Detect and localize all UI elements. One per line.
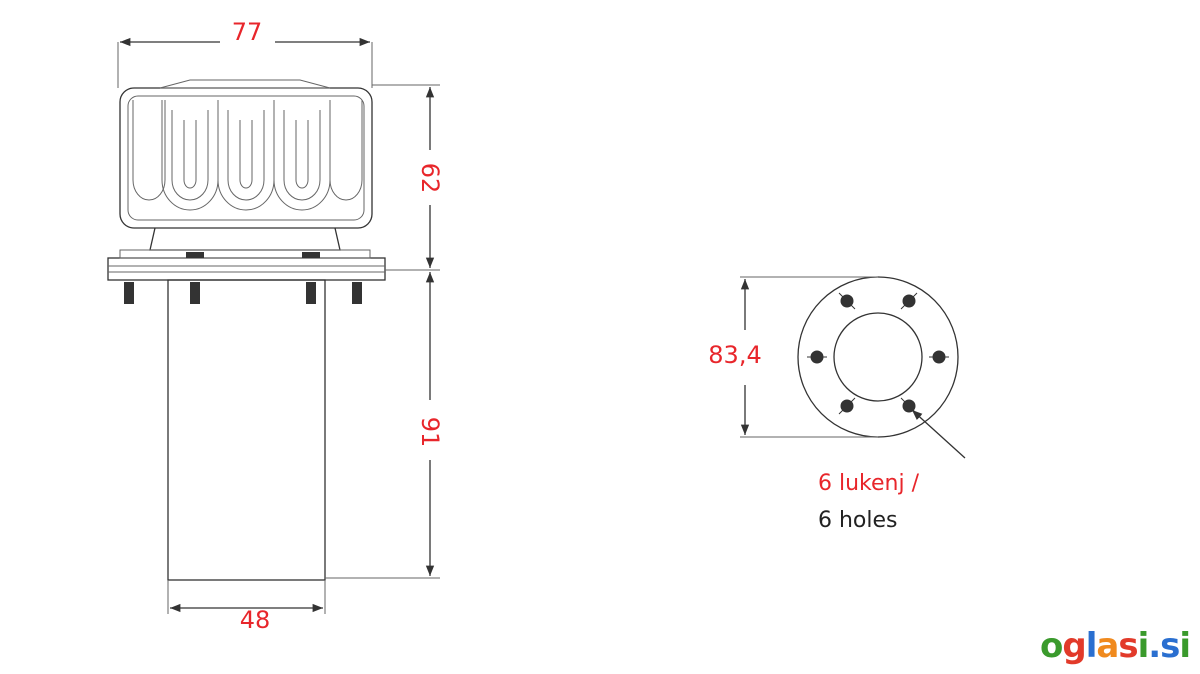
holes-note-slovene: 6 lukenj / <box>818 471 920 496</box>
tube <box>167 279 326 581</box>
logo-letter: l <box>1085 626 1098 666</box>
flange <box>107 249 386 304</box>
logo-letter: i <box>1137 626 1150 666</box>
dimension-label-83-4: 83,4 <box>708 341 761 369</box>
dimension-label-77: 77 <box>232 18 263 46</box>
dimension-tube-length: 91 <box>325 272 444 579</box>
dimension-cap-height: 62 <box>372 84 444 271</box>
dimension-label-62: 62 <box>416 163 444 194</box>
logo-letter: a <box>1096 626 1119 666</box>
logo-letter: s <box>1118 626 1138 666</box>
dimension-label-91: 91 <box>416 417 444 448</box>
logo-letter: g <box>1062 626 1086 666</box>
logo-letter: . <box>1148 626 1161 666</box>
holes-note-english: 6 holes <box>818 508 898 533</box>
dimension-label-48: 48 <box>240 606 271 634</box>
logo-letter: o <box>1040 626 1063 666</box>
dimension-cap-width: 77 <box>117 18 373 88</box>
cap-side-view <box>119 79 373 251</box>
oglasi-logo: oglasi.si <box>1040 626 1191 666</box>
dimension-tube-width: 48 <box>167 580 326 634</box>
logo-letter: i <box>1179 626 1191 666</box>
flange-top-view: 83,4 6 lukenj / 6 holes <box>708 276 966 533</box>
logo-letter: s <box>1160 626 1180 666</box>
